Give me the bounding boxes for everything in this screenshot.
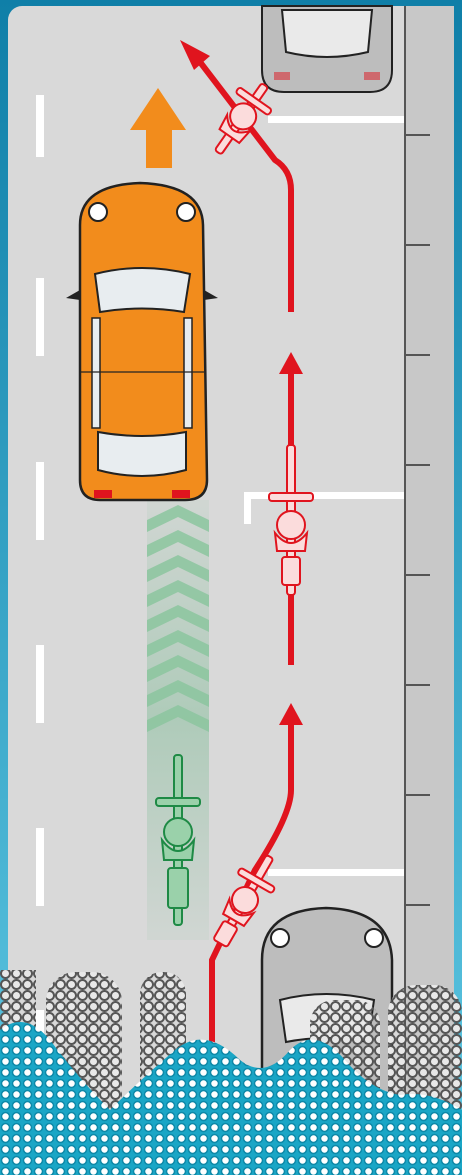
- parked-car-top-icon: [262, 6, 392, 92]
- orange-car-icon: [66, 183, 218, 500]
